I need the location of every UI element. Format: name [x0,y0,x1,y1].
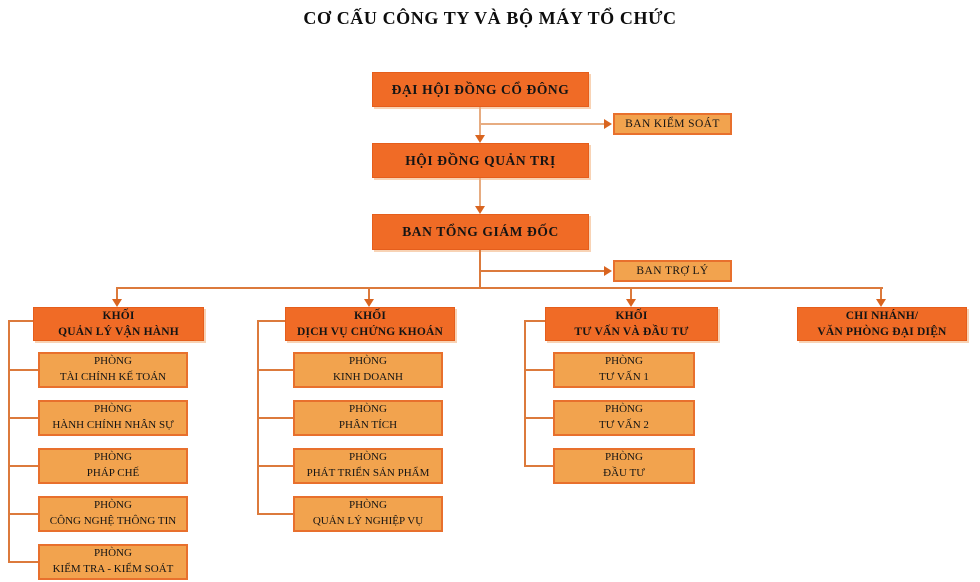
dept-line1: PHÒNG [349,499,387,512]
connector-line [8,320,10,563]
connector-line [524,417,553,419]
connector-line [8,320,33,322]
connector-line [524,320,545,322]
division-header-securities-services: KHỐI DỊCH VỤ CHỨNG KHOÁN [285,307,455,341]
dept-line2: PHÁP CHẾ [86,467,140,479]
connector-arrow [876,299,886,307]
dept-line1: PHÒNG [94,451,132,464]
connector-line [8,465,38,467]
connector-arrow [604,119,612,129]
dept-line2: KIỂM TRA - KIỂM SOÁT [52,563,174,575]
dept-line2: TƯ VẤN 1 [599,371,649,383]
dept-business: PHÒNG KINH DOANH [293,352,443,388]
connector-line [524,369,553,371]
connector-line [8,369,38,371]
dept-line1: PHÒNG [94,403,132,416]
connector-line [480,123,604,125]
dept-inspection-control: PHÒNG KIỂM TRA - KIỂM SOÁT [38,544,188,580]
connector-line [257,320,285,322]
connector-line [117,287,883,289]
connector-line [368,287,370,300]
connector-line [630,287,632,300]
connector-arrow [604,266,612,276]
dept-line2: PHÁT TRIỂN SẢN PHẨM [306,467,430,479]
connector-line [479,250,481,289]
connector-line [480,270,604,272]
connector-line [880,287,882,300]
connector-line [479,107,481,136]
division-header-line1: CHI NHÁNH/ [845,309,919,322]
division-header-line2: DỊCH VỤ CHỨNG KHOÁN [297,326,443,338]
node-board-of-directors: HỘI ĐỒNG QUẢN TRỊ [372,143,589,178]
connector-arrow [475,206,485,214]
node-supervisory-board: BAN KIỂM SOÁT [613,113,732,135]
connector-line [116,287,118,300]
division-header-branches: CHI NHÁNH/ VĂN PHÒNG ĐẠI DIỆN [797,307,967,341]
dept-line2: PHÂN TÍCH [338,419,398,431]
division-header-line2: TƯ VẤN VÀ ĐẦU TƯ [574,326,689,338]
dept-analysis: PHÒNG PHÂN TÍCH [293,400,443,436]
dept-line2: KINH DOANH [333,371,403,383]
connector-line [479,178,481,207]
node-assistant-board: BAN TRỢ LÝ [613,260,732,282]
dept-line1: PHÒNG [94,499,132,512]
dept-line1: PHÒNG [605,355,643,368]
dept-line1: PHÒNG [605,403,643,416]
dept-finance-accounting: PHÒNG TÀI CHÍNH KẾ TOÁN [38,352,188,388]
node-ceo-board: BAN TỔNG GIÁM ĐỐC [372,214,589,250]
dept-investment: PHÒNG ĐẦU TƯ [553,448,695,484]
dept-line1: PHÒNG [349,355,387,368]
dept-line2: TƯ VẤN 2 [599,419,649,431]
connector-line [8,561,38,563]
connector-arrow [626,299,636,307]
connector-line [8,417,38,419]
node-shareholders-meeting: ĐẠI HỘI ĐỒNG CỔ ĐÔNG [372,72,589,107]
dept-product-development: PHÒNG PHÁT TRIỂN SẢN PHẨM [293,448,443,484]
dept-line2: HÀNH CHÍNH NHÂN SỰ [52,419,174,431]
connector-line [257,417,293,419]
connector-line [257,465,293,467]
connector-line [257,369,293,371]
dept-operations-management: PHÒNG QUẢN LÝ NGHIỆP VỤ [293,496,443,532]
division-header-operations: KHỐI QUẢN LÝ VẬN HÀNH [33,307,204,341]
connector-line [8,513,38,515]
connector-arrow [475,135,485,143]
connector-line [524,465,553,467]
dept-line1: PHÒNG [605,451,643,464]
division-header-line2: VĂN PHÒNG ĐẠI DIỆN [817,326,947,338]
division-header-advisory-investment: KHỐI TƯ VẤN VÀ ĐẦU TƯ [545,307,718,341]
connector-line [524,320,526,467]
dept-it: PHÒNG CÔNG NGHỆ THÔNG TIN [38,496,188,532]
division-header-line1: KHỐI [615,309,648,322]
connector-line [257,513,293,515]
dept-line2: CÔNG NGHỆ THÔNG TIN [49,515,177,527]
dept-advisory-2: PHÒNG TƯ VẤN 2 [553,400,695,436]
dept-advisory-1: PHÒNG TƯ VẤN 1 [553,352,695,388]
dept-line1: PHÒNG [94,547,132,560]
dept-line2: TÀI CHÍNH KẾ TOÁN [59,371,167,383]
dept-legal: PHÒNG PHÁP CHẾ [38,448,188,484]
dept-admin-hr: PHÒNG HÀNH CHÍNH NHÂN SỰ [38,400,188,436]
division-header-line1: KHỐI [353,309,387,322]
dept-line1: PHÒNG [94,355,132,368]
dept-line1: PHÒNG [349,403,387,416]
division-header-line1: KHỐI [102,309,135,322]
dept-line2: ĐẦU TƯ [603,467,645,479]
dept-line2: QUẢN LÝ NGHIỆP VỤ [312,515,424,527]
connector-arrow [364,299,374,307]
division-header-line2: QUẢN LÝ VẬN HÀNH [58,326,179,338]
dept-line1: PHÒNG [349,451,387,464]
connector-arrow [112,299,122,307]
page-title: CƠ CẤU CÔNG TY VÀ BỘ MÁY TỔ CHỨC [303,8,677,28]
